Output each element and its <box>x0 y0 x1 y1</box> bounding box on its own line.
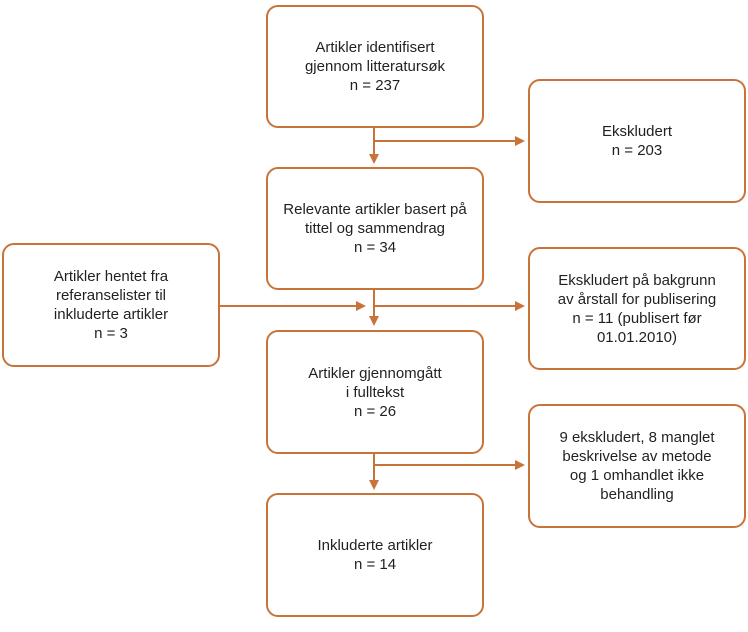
box-identified-line-2: gjennom litteratursøk <box>304 58 446 75</box>
box-relevant-line-2: tittel og sammendrag <box>304 220 446 237</box>
box-fulltext: Artikler gjennomgått i fulltekst n = 26 <box>266 330 484 454</box>
box-identified-line-3: n = 237 <box>349 77 401 94</box>
box-excluded-2: Ekskludert på bakgrunn av årstall for pu… <box>528 247 746 370</box>
box-references-line-2: referanselister til <box>55 287 167 304</box>
box-included-line-2: n = 14 <box>353 556 397 573</box>
box-included-line-1: Inkluderte artikler <box>317 537 433 554</box>
box-excluded-1: Ekskludert n = 203 <box>528 79 746 203</box>
box-references: Artikler hentet fra referanselister til … <box>2 243 220 367</box>
box-excluded-3: 9 ekskludert, 8 manglet beskrivelse av m… <box>528 404 746 528</box>
box-excluded-3-line-1: 9 ekskludert, 8 manglet <box>559 429 715 446</box>
box-excluded-3-line-4: behandling <box>600 486 674 503</box>
box-identified-line-1: Artikler identifisert <box>315 39 435 56</box>
box-excluded-2-line-3: n = 11 (publisert før <box>572 309 702 327</box>
box-included: Inkluderte artikler n = 14 <box>266 493 484 617</box>
box-relevant: Relevante artikler basert på tittel og s… <box>266 167 484 290</box>
box-identified: Artikler identifisert gjennom litteratur… <box>266 5 484 128</box>
box-fulltext-line-2: i fulltekst <box>345 383 405 401</box>
box-excluded-2-line-1: Ekskludert på bakgrunn <box>558 271 716 289</box>
box-excluded-1-line-1: Ekskludert <box>601 123 673 140</box>
box-relevant-line-1: Relevante artikler basert på <box>283 201 467 218</box>
box-relevant-line-3: n = 34 <box>353 239 397 256</box>
box-excluded-2-line-4: 01.01.2010) <box>596 328 678 346</box>
box-excluded-3-line-2: beskrivelse av metode <box>562 448 712 465</box>
box-references-line-1: Artikler hentet fra <box>53 268 169 285</box>
box-excluded-2-line-2: av årstall for publisering <box>557 290 717 308</box>
box-references-line-3: inkluderte artikler <box>53 306 169 323</box>
box-excluded-1-line-2: n = 203 <box>611 142 663 159</box>
box-fulltext-line-3: n = 26 <box>353 402 397 420</box>
box-fulltext-line-1: Artikler gjennomgått <box>308 364 442 382</box>
box-references-line-4: n = 3 <box>94 325 128 342</box>
box-excluded-3-line-3: og 1 omhandlet ikke <box>569 467 705 484</box>
